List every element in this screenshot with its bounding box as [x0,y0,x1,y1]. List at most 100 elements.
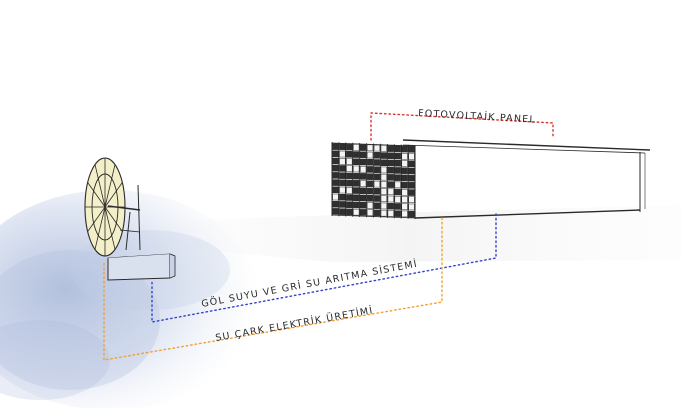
pv-cell [366,151,374,159]
pv-cell [394,160,401,167]
pv-cell [353,144,360,151]
pv-cell [332,193,339,201]
pv-cell [360,165,367,173]
pv-cell [380,145,387,152]
pv-cell [387,202,394,210]
pv-cell [387,159,394,167]
pv-cell [332,143,339,150]
pv-cell [346,201,353,208]
pv-cell [373,173,381,181]
pv-cell [366,202,374,209]
pv-cell [394,167,401,174]
pv-cell [380,166,387,174]
pv-cell [339,143,346,151]
wheel-spoke [87,182,106,208]
wheel-spoke [94,206,106,250]
pv-cell [373,195,381,202]
pv-cell [401,189,408,196]
pv-cell [373,166,381,173]
pv-cell [366,159,374,166]
pv-cell [401,153,408,160]
pv-cell [366,209,374,216]
pv-cell [353,158,360,165]
pv-cell [360,187,367,195]
pv-cell [373,159,381,166]
wheel-spoke [104,206,116,250]
pv-cell [332,200,339,208]
pv-cell [360,151,367,159]
pv-cell [346,158,353,165]
pv-cell [373,144,381,152]
pv-cell [394,174,401,181]
photovoltaic-panel-facade [331,142,416,219]
pv-cell [339,158,346,165]
pv-cell [394,196,401,203]
ground-plane [140,205,682,262]
pv-cell [387,181,394,188]
pv-cell [408,196,415,203]
pv-cell [339,165,346,172]
pv-cell [332,150,339,158]
pv-cell [387,166,394,174]
pv-cell [346,208,353,216]
pv-cell [339,194,346,201]
pv-cell [394,210,401,217]
pv-cell [387,188,394,196]
pv-cell [360,173,367,180]
pv-cell [408,210,415,218]
pv-cell [408,146,415,153]
treatment-connector-line [151,213,497,323]
wheel-spoke [87,206,106,232]
pv-cell [332,186,339,194]
pv-cell [387,145,394,152]
pv-cell [401,167,408,174]
treatment-tank [107,253,176,281]
pv-cell [346,179,353,187]
pv-cell [353,172,360,180]
pv-cell [353,165,360,173]
pv-cell [373,209,381,217]
water-wheel [84,157,141,257]
pv-cell [346,187,353,194]
pv-cell [387,210,394,217]
pv-cell [346,151,353,158]
pv-cell [380,173,387,181]
wheel-connector-line [103,217,443,361]
pv-cell [360,194,367,202]
pv-cell [366,144,374,152]
pv-cell [366,180,374,188]
pv-cell [394,145,401,153]
pv-cell [380,209,387,217]
pv-cell [401,174,408,182]
pv-cell [408,174,415,182]
pv-cell [339,179,346,187]
pv-cell [339,201,346,208]
pv-cell [366,195,374,202]
pv-cell [394,181,401,189]
pv-cell [387,174,394,181]
pv-cell [408,203,415,211]
pv-cell [346,143,353,151]
pv-cell [339,208,346,215]
pv-cell [346,172,353,180]
pv-cell [353,187,360,194]
wheel-spoke [104,164,116,208]
pv-cell [353,180,360,187]
pv-cell [339,172,346,179]
pv-cell [360,180,367,187]
pv-cell [346,194,353,201]
pv-cell [380,159,387,166]
pv-cell [332,179,339,186]
wheel-spoke [104,206,123,232]
pv-cell [373,180,381,188]
panel-connector-line [370,112,554,141]
pv-cell [380,202,387,210]
pv-cell [360,209,367,216]
pv-cell [373,202,381,209]
pv-cell [366,173,374,180]
panel-label: FOTOVOLTAİK PANEL [418,108,536,126]
pv-cell [394,152,401,160]
pv-cell [408,189,415,196]
